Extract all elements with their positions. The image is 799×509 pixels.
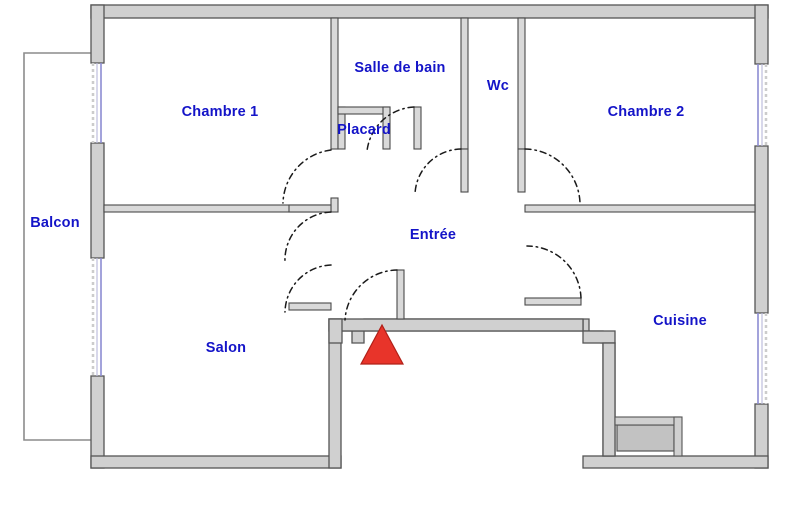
- balcony-outline: [23, 52, 91, 441]
- entree-south-wall: [328, 318, 616, 457]
- viewpoint-marker[interactable]: [359, 323, 405, 365]
- window-chambre2-right: [757, 64, 768, 146]
- entree-south-wall-strips: [328, 318, 616, 457]
- window-chambre1-left: [91, 63, 102, 143]
- kitchen-counter-fixture: [614, 416, 683, 457]
- windows: [91, 63, 768, 404]
- window-salon-left: [91, 258, 102, 376]
- exterior-walls: [90, 4, 769, 469]
- interior-partitions: [103, 17, 756, 320]
- door-swing-arcs: [282, 106, 582, 321]
- window-cuisine-right: [757, 313, 768, 404]
